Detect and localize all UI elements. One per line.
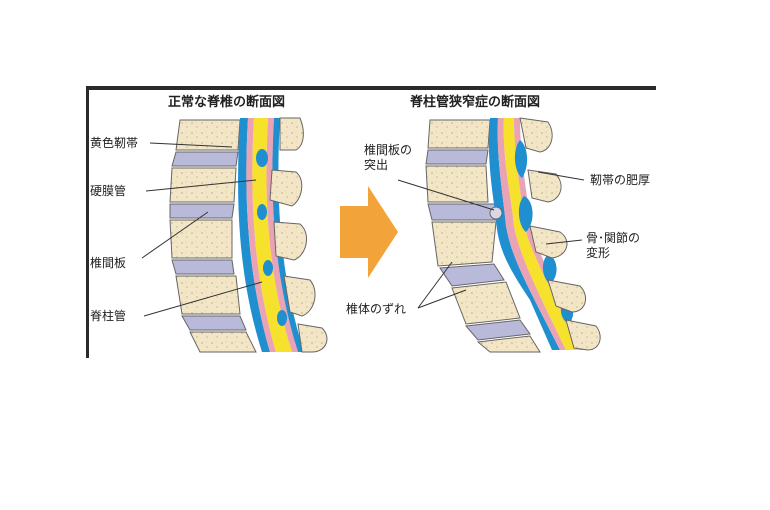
ligamentum-flavum	[257, 204, 267, 220]
vertebra-body	[189, 331, 257, 353]
spinal-canal-yellow	[503, 118, 580, 350]
label-disc: 椎間板	[90, 256, 127, 270]
label-joint-deformation-line2: 変形	[586, 246, 611, 260]
label-disc-protrusion-line1: 椎間板の	[364, 143, 413, 157]
leader-line	[397, 179, 495, 211]
disc	[439, 263, 505, 287]
label-joint-deformation-line1: 骨･関節の	[586, 231, 641, 245]
ligamentum-flavum	[277, 310, 287, 326]
vertebra-body	[451, 281, 521, 325]
ligamentum-flavum	[263, 260, 273, 276]
disc	[171, 151, 239, 167]
thickened-ligament	[514, 140, 528, 178]
disc	[425, 149, 489, 165]
vertebra-body	[175, 119, 241, 151]
posterior-process	[283, 275, 316, 317]
leader-line	[537, 171, 585, 181]
spinal-canal-yellow	[252, 118, 292, 352]
posterior-process	[565, 319, 601, 351]
disc	[181, 315, 247, 331]
label-dural-tube: 硬膜管	[90, 184, 127, 198]
dura-pink	[246, 118, 276, 352]
label-vertebra-slip: 椎体のずれ	[346, 302, 407, 316]
frame-left-border	[86, 86, 89, 358]
ligamentum-flavum	[256, 149, 268, 167]
leader-line	[145, 179, 257, 192]
normal-spine-title: 正常な脊椎の断面図	[168, 95, 286, 110]
posterior-process	[297, 323, 328, 353]
vertebra-body	[431, 221, 497, 267]
leader-line	[141, 211, 209, 259]
vertebra-body	[425, 165, 489, 203]
posterior-process	[529, 225, 568, 259]
label-spinal-canal: 脊柱管	[90, 309, 127, 323]
posterior-process	[273, 221, 308, 261]
posterior-process	[269, 169, 303, 207]
stenosis-spine-title: 脊柱管狭窄症の断面図	[410, 95, 541, 110]
thickened-ligament	[542, 254, 557, 284]
vertebra-body	[169, 219, 233, 259]
label-ligamentum-flavum: 黄色靭帯	[90, 136, 139, 150]
disc	[171, 259, 235, 275]
normal-spine	[141, 117, 328, 353]
dura-pink-back	[266, 118, 298, 352]
posterior-process	[519, 117, 553, 153]
posterior-process	[279, 117, 304, 151]
dura-pink-back	[514, 118, 586, 350]
disc	[427, 203, 499, 221]
leader-line	[417, 261, 453, 309]
ligament-blue-front	[238, 118, 270, 352]
leader-line	[149, 142, 233, 148]
stenosis-spine	[397, 117, 601, 353]
posterior-process	[547, 279, 587, 313]
frame-top-border	[86, 86, 656, 90]
leader-line	[545, 239, 583, 245]
disc	[169, 203, 235, 219]
thickened-ligament	[518, 196, 533, 232]
label-ligament-thickening: 靭帯の肥厚	[590, 173, 651, 187]
ligament-blue-front	[488, 118, 560, 350]
vertebra-body	[175, 275, 241, 315]
dura-pink	[497, 118, 566, 350]
vertebra-body	[476, 335, 541, 353]
leader-line	[417, 289, 467, 309]
progression-arrow	[340, 186, 398, 278]
disc	[465, 319, 531, 341]
vertebra-body	[427, 119, 491, 149]
leader-line	[143, 281, 263, 317]
label-disc-protrusion-line2: 突出	[364, 158, 389, 172]
